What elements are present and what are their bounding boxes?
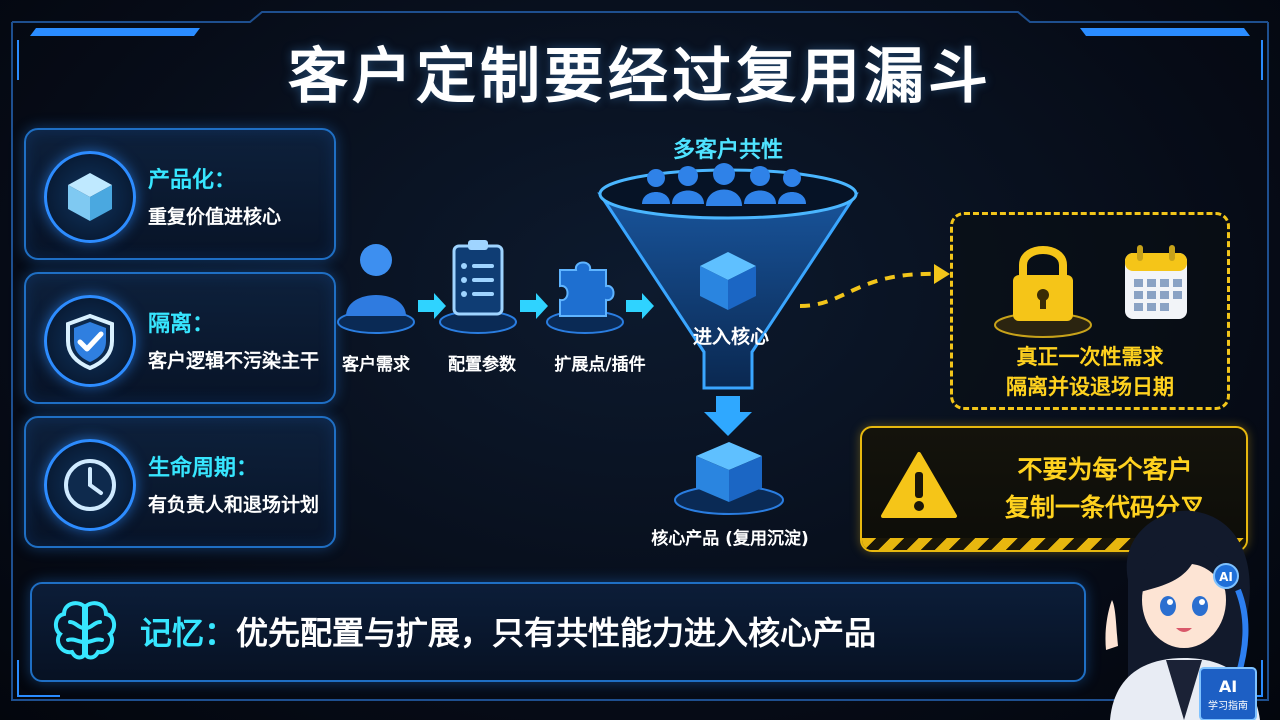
card-title: 生命周期： bbox=[148, 456, 259, 481]
step-label-customer-need: 客户需求 bbox=[342, 355, 410, 375]
clipboard-icon bbox=[452, 240, 504, 316]
funnel-top-label: 多客户共性 bbox=[672, 138, 783, 163]
page-title: 客户定制要经过复用漏斗 bbox=[288, 42, 992, 112]
memory-body: 优先配置与扩展，只有共性能力进入核心产品 bbox=[236, 614, 877, 652]
shield-check-icon bbox=[44, 295, 136, 387]
once-line-1: 真正一次性需求 bbox=[1016, 345, 1164, 369]
funnel-core-label: 进入核心 bbox=[692, 326, 769, 348]
core-product-label: 核心产品 (复用沉淀) bbox=[651, 529, 809, 549]
brain-icon bbox=[53, 601, 117, 660]
once-icons bbox=[994, 245, 1187, 338]
headset-badge: AI bbox=[1219, 570, 1233, 584]
card-productization: 产品化： 重复价值进核心 bbox=[24, 128, 336, 260]
card-title: 产品化： bbox=[148, 168, 237, 193]
card-isolation: 隔离： 客户逻辑不污染主干 bbox=[24, 272, 336, 404]
funnel-graphic bbox=[597, 163, 859, 436]
puzzle-icon bbox=[559, 261, 615, 317]
clock-icon bbox=[44, 439, 136, 531]
memory-text: 记忆：优先配置与扩展，只有共性能力进入核心产品 bbox=[140, 608, 876, 654]
calendar-icon bbox=[1125, 245, 1187, 319]
card-title: 隔离： bbox=[148, 312, 215, 337]
warning-icon bbox=[881, 452, 957, 518]
people-icon bbox=[642, 163, 806, 206]
once-line-2: 隔离并设退场日期 bbox=[1006, 375, 1174, 399]
cube-icon bbox=[44, 151, 136, 243]
warning-line-1: 不要为每个客户 bbox=[1017, 455, 1193, 484]
lock-icon bbox=[994, 246, 1092, 338]
book-subtitle: 学习指南 bbox=[1208, 699, 1248, 712]
dashed-connector bbox=[799, 264, 950, 308]
mascot-avatar: AI AI 学习指南 bbox=[1105, 510, 1260, 720]
core-cube-icon bbox=[700, 252, 756, 310]
memory-bar: 记忆：优先配置与扩展，只有共性能力进入核心产品 bbox=[30, 582, 1086, 682]
user-icon bbox=[346, 244, 406, 316]
step-label-extension: 扩展点/插件 bbox=[554, 355, 646, 375]
step-label-config: 配置参数 bbox=[448, 355, 516, 375]
card-desc: 客户逻辑不污染主干 bbox=[148, 350, 320, 372]
card-desc: 有负责人和退场计划 bbox=[148, 494, 320, 516]
core-product-graphic bbox=[674, 442, 784, 515]
book-title: AI bbox=[1219, 677, 1237, 696]
flow-steps-graphic bbox=[337, 240, 654, 334]
one-time-requirement-box: 真正一次性需求 隔离并设退场日期 bbox=[950, 212, 1230, 410]
card-lifecycle: 生命周期： 有负责人和退场计划 bbox=[24, 416, 336, 548]
memory-key: 记忆： bbox=[140, 614, 237, 652]
card-desc: 重复价值进核心 bbox=[148, 206, 282, 228]
guide-book bbox=[1199, 667, 1257, 720]
